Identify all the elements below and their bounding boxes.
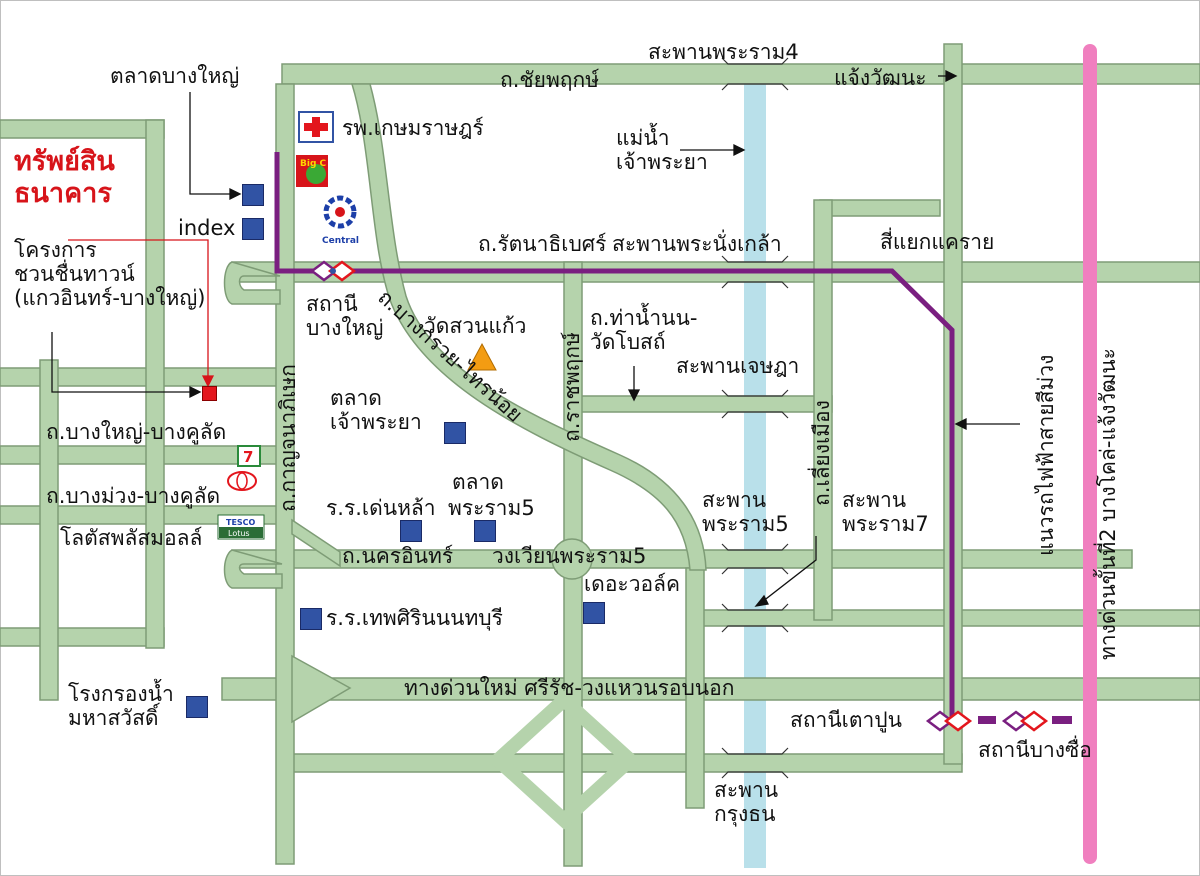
label-bridge-rama5: สะพาน พระราม5 bbox=[702, 488, 789, 537]
label-talad-bangyai: ตลาดบางใหญ่ bbox=[110, 64, 240, 88]
label-the-walk: เดอะวอล์ค bbox=[584, 572, 681, 596]
label-liang-muang: ถ.เลี่ยงเมือง bbox=[810, 400, 834, 506]
road-left-v1 bbox=[145, 119, 165, 649]
landmark-talad-bangyai bbox=[242, 184, 264, 206]
label-river: แม่น้ำ เจ้าพระยา bbox=[616, 126, 708, 175]
road-curve-left bbox=[223, 261, 281, 305]
label-tha-nam-non: ถ.ท่าน้ำนน- วัดโบสถ์ bbox=[590, 306, 698, 355]
purple-line bbox=[274, 152, 955, 722]
label-bangyai-bangkulad: ถ.บางใหญ่-บางคูลัด bbox=[46, 420, 227, 444]
arrow-rama7 bbox=[761, 536, 817, 603]
label-rattanathibet: ถ.รัตนาธิเบศร์ bbox=[478, 232, 607, 256]
road-curve-left2 bbox=[223, 549, 283, 589]
toyota-icon bbox=[227, 471, 257, 491]
station-bangyai-icon bbox=[309, 260, 357, 282]
label-purple-line: แนวรถไฟฟ้าสายสีม่วง bbox=[1034, 354, 1058, 556]
label-circle: วงเวียนพระราม5 bbox=[492, 544, 647, 568]
label-bridge-nangklao: สะพานพระนั่งเกล้า bbox=[612, 232, 782, 256]
landmark-school-den bbox=[400, 520, 422, 542]
bank-name-line2: ธนาคาร bbox=[14, 178, 112, 209]
label-kanchanaphisek: ถ.กาญจนาภิเษก bbox=[276, 364, 300, 512]
label-school-thep: ร.ร.เทพศิรินนนทบุรี bbox=[326, 606, 503, 630]
station-bangsue-icon bbox=[1001, 710, 1072, 732]
big-c-icon: Big C bbox=[296, 155, 328, 187]
bridge-markers bbox=[721, 57, 789, 779]
seven-eleven-icon: 7 bbox=[237, 445, 261, 467]
label-lotus: โลตัสพลัสมอลล์ bbox=[60, 526, 203, 550]
label-bridge-jetsada: สะพานเจษฎา bbox=[676, 354, 800, 378]
station-taopoon-icon bbox=[925, 710, 996, 732]
label-talad-chaophraya: ตลาด เจ้าพระยา bbox=[330, 386, 422, 435]
road-left-lower bbox=[0, 627, 165, 647]
landmark-index bbox=[242, 218, 264, 240]
landmark-water-plant bbox=[186, 696, 208, 718]
label-wat: วัดสวนแก้ว bbox=[424, 314, 527, 338]
label-station-bangsue: สถานีบางซื่อ bbox=[978, 738, 1092, 762]
landmark-project bbox=[202, 386, 217, 401]
road-liangmuang bbox=[813, 199, 833, 621]
landmark-talad-chaophraya bbox=[444, 422, 466, 444]
central-icon: Central bbox=[322, 195, 359, 246]
label-new-expressway: ทางด่วนใหม่ ศรีรัช-วงแหวนรอบนอก bbox=[404, 676, 735, 700]
svg-text:7: 7 bbox=[243, 448, 253, 466]
label-bridge-krungthon: สะพาน กรุงธน bbox=[714, 778, 779, 827]
label-water-plant: โรงกรองน้ำ มหาสวัสดิ์ bbox=[68, 682, 174, 731]
label-project: โครงการ ชวนชื่นทาวน์ (แกวอินทร์-บางใหญ่) bbox=[14, 238, 206, 311]
arrow-bank bbox=[68, 239, 209, 380]
bridge-mark-rama5 bbox=[721, 543, 789, 575]
label-bridge-rama7: สะพาน พระราม7 bbox=[842, 488, 929, 537]
label-phraram5: พระราม5 bbox=[448, 496, 535, 520]
bank-name-line1: ทรัพย์สิน bbox=[14, 146, 115, 177]
bridge-mark-rama4 bbox=[721, 57, 789, 91]
road-tha-nam-non bbox=[571, 395, 833, 413]
road-circle-rama5 bbox=[551, 538, 593, 580]
label-sri-yaek: สี่แยกแคราย bbox=[880, 230, 995, 254]
road-left-top bbox=[0, 119, 165, 139]
hospital-icon bbox=[298, 111, 334, 143]
bridge-mark-nangklao bbox=[721, 255, 789, 289]
label-expressway: ทางด่วนขั้นที่2 บางโคล่-แจ้งวัฒนะ bbox=[1096, 348, 1120, 660]
bridge-mark-krungthon bbox=[721, 747, 789, 779]
road-diag-nakhonin bbox=[291, 518, 341, 568]
svg-text:TESCO: TESCO bbox=[226, 518, 256, 527]
river bbox=[744, 78, 766, 868]
label-hospital: รพ.เกษมราษฎร์ bbox=[342, 116, 484, 140]
label-chaiyaphruek: ถ.ชัยพฤกษ์ bbox=[500, 68, 600, 92]
label-school-den: ร.ร.เด่นหล้า bbox=[326, 496, 436, 520]
arrow-project bbox=[51, 332, 192, 393]
label-chaeng: แจ้งวัฒนะ bbox=[834, 66, 927, 90]
label-talad: ตลาด bbox=[452, 470, 504, 494]
landmark-school-thep bbox=[300, 608, 322, 630]
arrow-talad-bangyai bbox=[189, 92, 232, 195]
bridge-mark-jetsada bbox=[721, 389, 789, 419]
temple-icon bbox=[467, 342, 497, 371]
label-bangmuang-bangkulad: ถ.บางม่วง-บางคูลัด bbox=[46, 484, 221, 508]
tesco-lotus-icon: TESCO Lotus bbox=[217, 514, 265, 540]
landmark-phraram5 bbox=[474, 520, 496, 542]
landmark-the-walk bbox=[583, 602, 605, 624]
road-left-v2 bbox=[39, 359, 59, 701]
svg-text:Lotus: Lotus bbox=[228, 529, 250, 538]
road-diamond bbox=[487, 690, 641, 830]
bridge-mark-rama7 bbox=[721, 603, 789, 633]
label-station-taopoon: สถานีเตาปูน bbox=[790, 708, 902, 732]
label-nakhonin: ถ.นครอินทร์ bbox=[342, 544, 454, 568]
road-chaiyaphruek bbox=[281, 63, 1200, 85]
label-index: index bbox=[178, 216, 236, 240]
svg-text:Big C: Big C bbox=[300, 159, 327, 169]
road-sri-yaek bbox=[819, 199, 941, 217]
svg-text:Central: Central bbox=[322, 236, 359, 246]
label-bridge-rama4: สะพานพระราม4 bbox=[648, 40, 799, 64]
expressway-line bbox=[1083, 44, 1097, 864]
road-bangkruai bbox=[350, 83, 707, 571]
label-station-bangyai: สถานี บางใหญ่ bbox=[306, 292, 384, 341]
label-ratchaphruek: ถ.ราชพฤกษ์ bbox=[560, 332, 584, 442]
road-diag-exp1 bbox=[291, 654, 352, 724]
pointer-lines bbox=[51, 69, 1020, 607]
road-kanchanaphisek bbox=[275, 83, 295, 865]
